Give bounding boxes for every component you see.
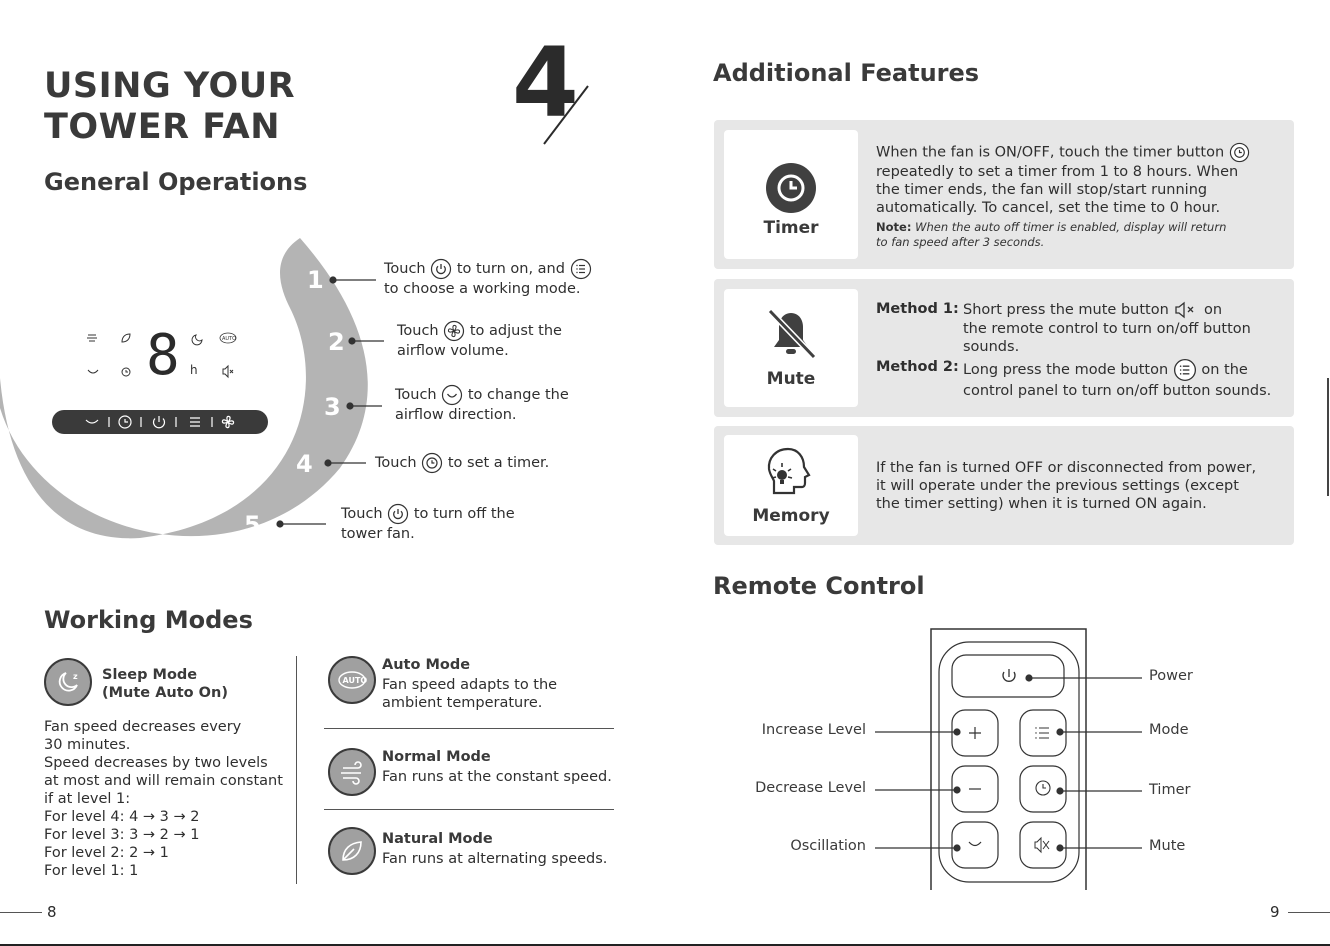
remote-control-heading: Remote Control (713, 572, 925, 600)
chapter-number: 4 (512, 27, 592, 150)
timer-feature-label: Timer (763, 218, 819, 238)
page-edge-marker (1327, 378, 1329, 496)
step-number-5: 5 (244, 511, 261, 539)
bar-power-icon (152, 418, 166, 429)
remote-label-mode: Mode (1149, 722, 1189, 738)
display-digit: 8 (146, 323, 180, 388)
bar-fan-icon (221, 415, 235, 429)
mute-method-1: Method 1: Short press the mute button on… (876, 301, 1251, 355)
mute-method-2: Method 2: Long press the mode button on … (876, 358, 1272, 399)
display-icons: AUTO (84, 326, 244, 380)
sleep-mode-icon: z (44, 658, 92, 706)
remote-label-decrease-level: Decrease Level (755, 780, 866, 796)
step-leader-lines (276, 276, 384, 528)
remote-label-mute: Mute (1149, 838, 1186, 854)
mute-feature-card: Mute (724, 289, 858, 407)
auto-mode-text: Auto Mode Fan speed adapts to the ambien… (382, 657, 558, 711)
step-number-2: 2 (328, 328, 345, 356)
step-3-text: Touch to change the airflow direction. (395, 384, 569, 424)
power-icon (431, 258, 452, 280)
mode-separator-1 (324, 728, 614, 729)
memory-feature-description: If the fan is turned OFF or disconnected… (876, 460, 1257, 512)
remote-label-oscillation: Oscillation (790, 838, 866, 854)
step-4-text: Touch to set a timer. (375, 452, 549, 474)
mute-bell-icon (767, 308, 817, 360)
step-number-4: 4 (296, 450, 313, 478)
bottom-border (0, 944, 1330, 946)
memory-feature-label: Memory (752, 506, 830, 526)
page-rule-right (1288, 912, 1330, 913)
title-line-1: USING YOUR (44, 66, 296, 106)
mute-icon (1175, 301, 1194, 319)
page-rule-left (0, 912, 42, 913)
mute-feature-label: Mute (766, 369, 816, 389)
general-operations-heading: General Operations (44, 168, 308, 196)
natural-mode-icon (328, 827, 376, 875)
display-auto-icon: AUTO (219, 332, 237, 344)
working-modes-heading: Working Modes (44, 606, 253, 634)
chapter-number-text: 4 (512, 27, 579, 139)
memory-feature-card: Memory (724, 435, 858, 536)
bar-timer-icon (118, 415, 132, 429)
working-modes-divider (296, 656, 297, 884)
svg-text:AUTO: AUTO (222, 336, 236, 342)
power-icon (388, 503, 409, 525)
display-timer-icon (121, 367, 131, 377)
additional-features-heading: Additional Features (713, 59, 980, 87)
page-number-left: 8 (47, 903, 57, 921)
mode-separator-2 (324, 809, 614, 810)
remote-mute-button (1019, 821, 1067, 869)
step-number-3: 3 (324, 393, 341, 421)
remote-label-power: Power (1149, 668, 1193, 684)
natural-mode-text: Natural Mode Fan runs at alternating spe… (382, 831, 608, 867)
step-2-text: Touch to adjust the airflow volume. (397, 320, 562, 360)
remote-leader-lines (875, 674, 1142, 852)
timer-feature-description: When the fan is ON/OFF, touch the timer … (876, 142, 1250, 217)
page-number-right: 9 (1270, 903, 1280, 921)
mode-icon (1173, 358, 1196, 382)
normal-mode-icon (328, 748, 376, 796)
remote-control-illustration (930, 628, 1088, 890)
auto-mode-icon: AUTO (328, 656, 376, 704)
page-title: USING YOUR TOWER FAN (44, 66, 295, 148)
sleep-mode-description: Fan speed decreases every 30 minutes. Sp… (44, 719, 283, 879)
svg-text:AUTO: AUTO (343, 676, 368, 685)
timer-icon (1229, 142, 1249, 163)
display-digit-text: 8 (146, 323, 180, 388)
display-natural-icon (121, 333, 131, 343)
remote-power-button (951, 654, 1065, 698)
normal-mode-text: Normal Mode Fan runs at the constant spe… (382, 749, 612, 785)
step-number-1: 1 (307, 266, 324, 294)
sleep-mode-title: Sleep Mode (Mute Auto On) (102, 667, 228, 701)
remote-label-increase-level: Increase Level (761, 722, 866, 738)
remote-label-timer: Timer (1149, 782, 1191, 798)
mode-icon (570, 258, 591, 280)
display-sleep-icon (191, 334, 203, 346)
step-1-text: Touch to turn on, and to choose a workin… (384, 258, 592, 298)
title-line-2: TOWER FAN (44, 107, 281, 147)
fan-speed-icon (444, 320, 465, 342)
touch-button-bar (52, 410, 268, 434)
bar-osc-icon (85, 419, 99, 424)
timer-feature-note: Note: When the auto off timer is enabled… (876, 220, 1227, 249)
remote-timer-button (1019, 765, 1067, 813)
display-normal-icon (87, 334, 97, 342)
timer-feature-icon (766, 163, 816, 213)
display-osc-icon (87, 369, 99, 374)
timer-icon (422, 452, 443, 474)
timer-feature-card: Timer (724, 130, 858, 259)
oscillation-icon (442, 384, 463, 406)
svg-text:z: z (73, 672, 78, 681)
bar-mode-icon (190, 417, 200, 427)
display-mute-icon (222, 364, 234, 379)
step-5-text: Touch to turn off the tower fan. (341, 503, 515, 543)
memory-head-icon (767, 447, 811, 495)
display-hour-unit: h (190, 363, 198, 377)
